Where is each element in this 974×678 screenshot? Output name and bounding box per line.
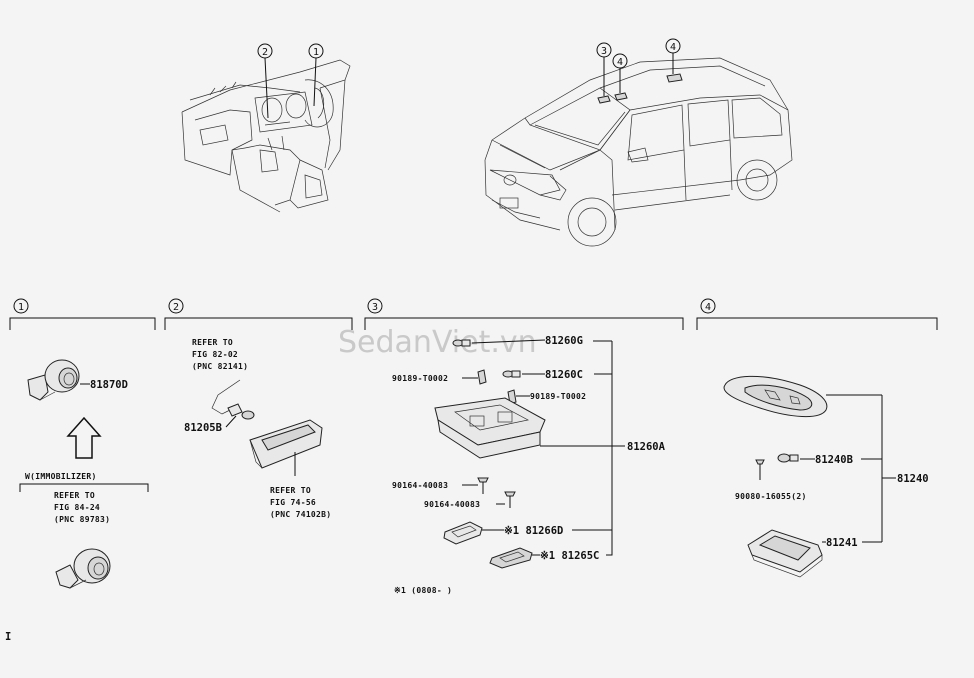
svg-text:1: 1 (18, 302, 24, 313)
section-4-header: 4 (696, 298, 938, 330)
part-81240-lens-illustration (723, 375, 828, 418)
part-number-90189-b[interactable]: 90189-T0002 (530, 392, 586, 401)
callout-4a-top: 4 (612, 53, 628, 93)
refer-note-2b-line1: REFER TO (270, 486, 311, 495)
section-3-header: 3 (364, 298, 684, 330)
part-number-81260C[interactable]: 81260C (545, 369, 583, 381)
callout-2-top: 2 (257, 43, 273, 119)
part-81265C-illustration (489, 547, 533, 569)
refer-note-1-line1: REFER TO (54, 491, 95, 500)
leader-81260G (471, 339, 546, 344)
bracket-81260-assembly (606, 341, 613, 556)
part-81266D-illustration (443, 521, 483, 545)
svg-text:3: 3 (601, 46, 607, 57)
part-81870D-illustration (27, 359, 80, 401)
part-number-90164-b[interactable]: 90164-40083 (424, 500, 480, 509)
part-number-81266D[interactable]: ※1 81266D (504, 525, 563, 537)
part-number-81260G[interactable]: 81260G (545, 335, 583, 347)
part-90189-a-illustration (477, 369, 487, 385)
part-number-81260A[interactable]: 81260A (627, 441, 666, 453)
part-90164-a-illustration (477, 477, 489, 494)
refer-note-2b-line2: FIG 74-56 (270, 498, 316, 507)
section-1-header: 1 (9, 298, 156, 330)
part-81205B-illustration (211, 379, 255, 420)
part-90080-illustration (755, 459, 765, 480)
arrow-up-icon (66, 416, 102, 459)
svg-text:3: 3 (372, 302, 378, 313)
section-2-header: 2 (164, 298, 353, 330)
part-90164-b-illustration (504, 491, 516, 508)
svg-text:2: 2 (262, 47, 268, 58)
part-81241-illustration (747, 529, 823, 578)
part-81240B-illustration (777, 453, 799, 463)
svg-text:4: 4 (617, 57, 623, 68)
refer-note-2a-line2: FIG 82-02 (192, 350, 238, 359)
dashboard-illustration (181, 59, 351, 213)
part-number-81240[interactable]: 81240 (897, 473, 929, 485)
callout-3-top: 3 (596, 42, 612, 96)
part-81260A-illustration (434, 397, 546, 459)
footnote-range: ※1 (0808- ) (394, 586, 452, 595)
svg-text:1: 1 (313, 47, 319, 58)
immobilizer-bracket (19, 483, 149, 492)
callout-4b-top: 4 (665, 38, 681, 74)
refer-note-2b-line3: (PNC 74102B) (270, 510, 331, 519)
svg-text:4: 4 (670, 42, 676, 53)
refer-note-1-line3: (PNC 89783) (54, 515, 110, 524)
refer-note-1-line2: FIG 84-24 (54, 503, 100, 512)
svg-text:4: 4 (705, 302, 711, 313)
part-number-81265C[interactable]: ※1 81265C (540, 550, 599, 562)
callout-1-top: 1 (308, 43, 324, 107)
part-81260C-illustration (502, 370, 521, 378)
part-number-90189-a[interactable]: 90189-T0002 (392, 374, 448, 383)
corner-mark: I (5, 631, 11, 643)
part-number-81240B[interactable]: 81240B (815, 454, 853, 466)
part-number-81205B[interactable]: 81205B (184, 422, 222, 434)
watermark-text: SedanViet.vn (338, 325, 537, 360)
part-number-90080[interactable]: 90080-16055(2) (735, 492, 807, 501)
leader-81205B (225, 415, 237, 428)
part-89783-illustration (55, 548, 111, 589)
refer-note-2a-line1: REFER TO (192, 338, 233, 347)
svg-text:2: 2 (173, 302, 179, 313)
part-number-81241[interactable]: 81241 (826, 537, 858, 549)
part-number-90164-a[interactable]: 90164-40083 (392, 481, 448, 490)
immobilizer-label: W(IMMOBILIZER) (25, 472, 97, 481)
refer-note-2a-line3: (PNC 82141) (192, 362, 248, 371)
vehicle-illustration (484, 57, 793, 247)
part-number-81870D[interactable]: 81870D (90, 379, 128, 391)
glove-box-lamp-housing-illustration (249, 419, 323, 469)
part-81260G-illustration (452, 339, 471, 347)
